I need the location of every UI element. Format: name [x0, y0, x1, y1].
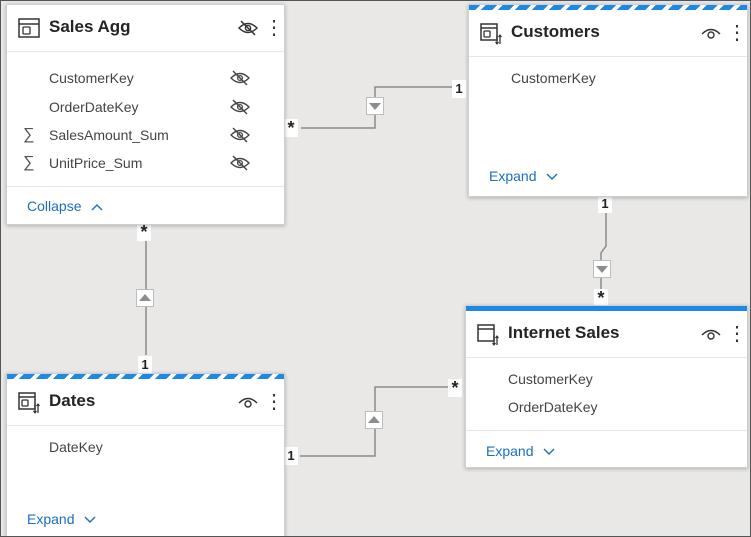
hidden-eye-icon[interactable]: [230, 70, 250, 86]
field-row[interactable]: DateKey: [7, 433, 284, 461]
field-row[interactable]: ∑ SalesAmount_Sum: [7, 121, 284, 149]
field-row[interactable]: OrderDateKey: [7, 93, 284, 121]
table-title: Customers: [511, 22, 600, 41]
field-name: CustomerKey: [49, 70, 134, 86]
crossfilter-arrow-customers-internetsales[interactable]: [593, 260, 611, 278]
triangle-down-icon: [369, 103, 381, 110]
hidden-eye-icon[interactable]: [230, 99, 250, 115]
sum-icon: ∑: [23, 154, 35, 171]
table-footer: Expand: [7, 499, 284, 536]
table-footer: Expand: [466, 430, 747, 467]
field-name: SalesAmount_Sum: [49, 127, 169, 143]
table-icon: [18, 18, 40, 38]
crossfilter-arrow-salesagg-customers[interactable]: [366, 97, 384, 115]
more-options-icon[interactable]: ⋮: [727, 22, 747, 44]
crossfilter-arrow-dates-internetsales[interactable]: [365, 411, 383, 429]
eye-icon[interactable]: [238, 394, 258, 410]
table-footer: Collapse: [7, 186, 284, 224]
field-row[interactable]: CustomerKey: [469, 64, 747, 92]
field-row[interactable]: OrderDateKey: [466, 393, 747, 421]
table-top-stripe: [466, 306, 747, 311]
chevron-up-icon: [91, 204, 103, 211]
collapse-link[interactable]: Collapse: [27, 198, 103, 214]
table-title: Sales Agg: [49, 17, 131, 36]
chevron-down-icon: [546, 173, 558, 181]
sum-icon: ∑: [23, 126, 35, 143]
table-card-internet-sales[interactable]: Internet Sales ⋮ CustomerKey OrderDateKe…: [465, 305, 748, 468]
table-card-dates[interactable]: Dates ⋮ DateKey Expand: [6, 373, 285, 536]
field-name: OrderDateKey: [508, 399, 598, 415]
table-top-stripe: [7, 374, 284, 379]
field-name: OrderDateKey: [49, 99, 139, 115]
field-name: UnitPrice_Sum: [49, 155, 143, 171]
table-header: Customers ⋮: [469, 10, 747, 57]
expand-link[interactable]: Expand: [489, 168, 558, 184]
hidden-eye-icon[interactable]: [238, 20, 258, 36]
cardinality-one-customers-internetsales: 1: [598, 195, 612, 213]
more-options-icon[interactable]: ⋮: [264, 17, 284, 39]
expand-link[interactable]: Expand: [486, 443, 555, 459]
triangle-up-icon: [368, 416, 380, 423]
table-card-customers[interactable]: Customers ⋮ CustomerKey Expand: [468, 4, 748, 197]
table-header: Sales Agg ⋮: [7, 5, 284, 52]
eye-icon[interactable]: [701, 326, 721, 342]
table-card-sales-agg[interactable]: Sales Agg ⋮ CustomerKey OrderDateKey: [6, 4, 285, 225]
crossfilter-arrow-salesagg-dates[interactable]: [136, 289, 154, 307]
table-title: Dates: [49, 391, 96, 410]
table-title: Internet Sales: [508, 323, 620, 342]
expand-label: Expand: [27, 511, 75, 527]
chevron-down-icon: [84, 516, 96, 524]
field-row[interactable]: CustomerKey: [7, 64, 284, 92]
hidden-eye-icon[interactable]: [230, 127, 250, 143]
field-name: DateKey: [49, 439, 103, 455]
field-row[interactable]: CustomerKey: [466, 365, 747, 393]
more-options-icon[interactable]: ⋮: [264, 391, 284, 413]
table-icon: [18, 392, 40, 414]
cardinality-many-salesagg-dates: *: [137, 223, 151, 241]
table-icon: [480, 23, 502, 45]
triangle-down-icon: [596, 266, 608, 273]
expand-label: Expand: [486, 443, 534, 459]
cardinality-many-customers-internetsales: *: [594, 289, 608, 307]
chevron-down-icon: [543, 448, 555, 456]
field-row[interactable]: ∑ UnitPrice_Sum: [7, 149, 284, 177]
table-icon: [477, 324, 499, 346]
cardinality-one-dates-internetsales: 1: [284, 447, 298, 465]
more-options-icon[interactable]: ⋮: [727, 323, 747, 345]
hidden-eye-icon[interactable]: [230, 155, 250, 171]
cardinality-one-salesagg-dates: 1: [138, 356, 152, 374]
cardinality-many-dates-internetsales: *: [448, 379, 462, 397]
eye-icon[interactable]: [701, 25, 721, 41]
table-header: Internet Sales ⋮: [466, 311, 747, 358]
table-header: Dates ⋮: [7, 379, 284, 426]
cardinality-many-salesagg-customers: *: [284, 119, 298, 137]
table-top-stripe: [469, 5, 747, 10]
cardinality-one-salesagg-customers: 1: [452, 80, 466, 98]
field-name: CustomerKey: [511, 70, 596, 86]
expand-link[interactable]: Expand: [27, 511, 96, 527]
collapse-label: Collapse: [27, 198, 82, 214]
field-name: CustomerKey: [508, 371, 593, 387]
expand-label: Expand: [489, 168, 537, 184]
table-footer: Expand: [469, 158, 747, 195]
triangle-up-icon: [139, 294, 151, 301]
